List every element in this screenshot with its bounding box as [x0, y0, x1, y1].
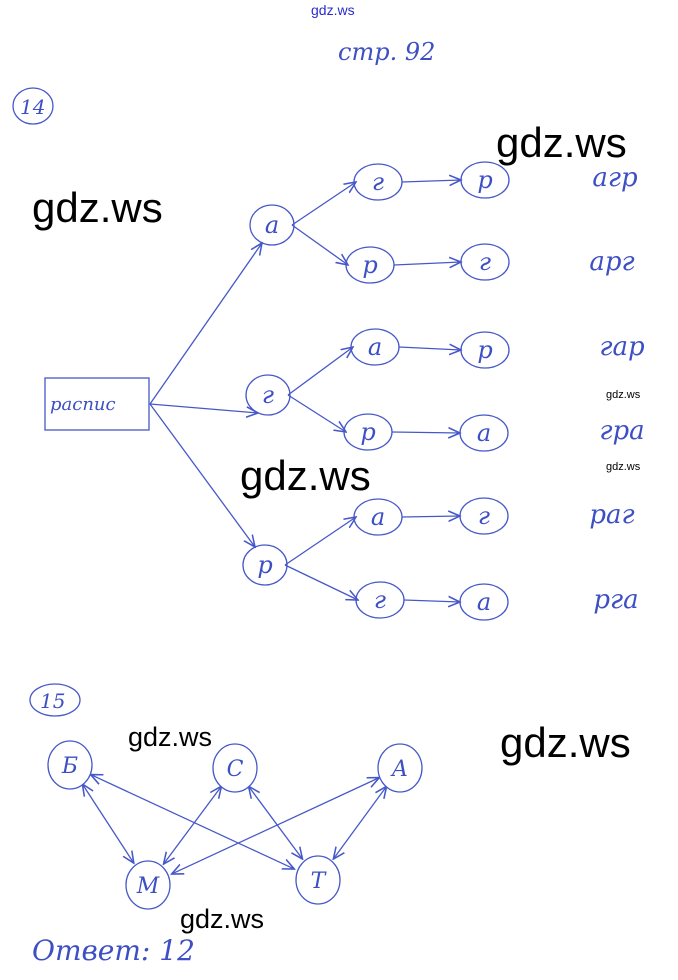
graph-edge [164, 787, 221, 864]
tree-edges [149, 180, 461, 602]
permutation-result: агр [592, 163, 638, 193]
tree-edge [401, 180, 461, 182]
graph-node-label: А [390, 757, 409, 782]
tree-node-circle [345, 246, 395, 284]
tree-node-label: а [477, 588, 491, 616]
tree-node-label: р [477, 166, 492, 194]
watermark: gdz.ws [32, 184, 163, 231]
tree-node-label: а [265, 211, 279, 239]
watermark: gdz.ws [240, 452, 371, 499]
watermark: gdz.ws [180, 904, 264, 934]
tree-node-circle [343, 413, 393, 451]
graph-node-circle [47, 740, 93, 790]
permutation-result: раг [589, 500, 634, 530]
permutation-result: арг [589, 247, 634, 277]
tree-node-circle [245, 374, 291, 416]
tree-node-circle [242, 544, 288, 586]
watermark: gdz.ws [500, 719, 631, 766]
graph-node-label: Б [61, 754, 78, 779]
tree-edge [287, 347, 353, 396]
graph-node-label: С [227, 757, 244, 782]
tree-node-label: г [479, 248, 491, 276]
root-label: распис [50, 394, 116, 415]
tree-edge [401, 516, 460, 517]
tree-edge [149, 403, 258, 413]
tree-node-label: р [360, 418, 375, 446]
tree-node-label: р [477, 336, 492, 364]
tree-edge [287, 394, 346, 432]
graph-edge [333, 787, 385, 859]
tree-edge [291, 224, 348, 265]
tree-node-circle [460, 331, 510, 369]
tree-edge [149, 403, 255, 547]
tree-node-circle [460, 161, 510, 199]
tree-node-label: а [371, 503, 385, 531]
graph: Б С А М Т [47, 740, 423, 910]
graph-edge [92, 775, 295, 869]
tree-edge [291, 182, 356, 226]
watermark: gdz.ws [606, 389, 641, 401]
graph-node-label: Т [311, 869, 328, 894]
tree-node-circle [353, 163, 403, 201]
task15-number: 15 [40, 689, 65, 713]
graph-node-label: М [136, 874, 160, 899]
graph-node-circle [377, 743, 423, 793]
tree-node-label: р [362, 251, 377, 279]
graph-node-circle [212, 743, 258, 793]
tree-edge [149, 243, 262, 405]
tree-node-label: г [372, 168, 384, 196]
tree-edge [284, 564, 358, 600]
tree-node-circle [350, 328, 400, 366]
tree-node-circle [249, 204, 295, 246]
tree-node-label: г [374, 586, 386, 614]
tree-node-circle [353, 498, 403, 536]
tree-node-label: а [477, 419, 491, 447]
tree-node-label: а [368, 333, 382, 361]
graph-node-circle [295, 855, 341, 905]
permutation-result: гра [599, 416, 644, 446]
watermark: gdz.ws [606, 461, 641, 473]
graph-edge [249, 787, 302, 859]
tree-edge [284, 517, 356, 566]
answer-text: Ответ: 12 [32, 934, 195, 967]
task-number-circle [29, 683, 81, 717]
permutation-result: рга [593, 585, 638, 615]
tree-node-label: р [257, 551, 272, 579]
tree-edge [391, 432, 460, 433]
page-label: стр. 92 [338, 38, 435, 66]
task14-number: 14 [20, 95, 45, 119]
tree-node-circle [459, 583, 509, 621]
tree-edge [403, 600, 460, 602]
root-box [44, 377, 150, 431]
watermark: gdz.ws [496, 119, 627, 166]
tree-node-circle [459, 414, 509, 452]
tree-node-label: г [478, 502, 490, 530]
tree-node-circle [460, 243, 510, 281]
watermark: gdz.ws [128, 722, 212, 752]
graph-edge [83, 785, 134, 863]
tree-edge [398, 347, 461, 350]
tree-node-circle [459, 497, 509, 535]
site-watermark-top: gdz.ws [311, 2, 355, 18]
tree-edge [393, 262, 461, 265]
tree-node-label: г [262, 381, 274, 409]
graph-node-circle [125, 860, 171, 910]
tree-node-circle [355, 581, 405, 619]
permutation-result: гар [599, 332, 645, 362]
task-number-circle [12, 87, 54, 125]
